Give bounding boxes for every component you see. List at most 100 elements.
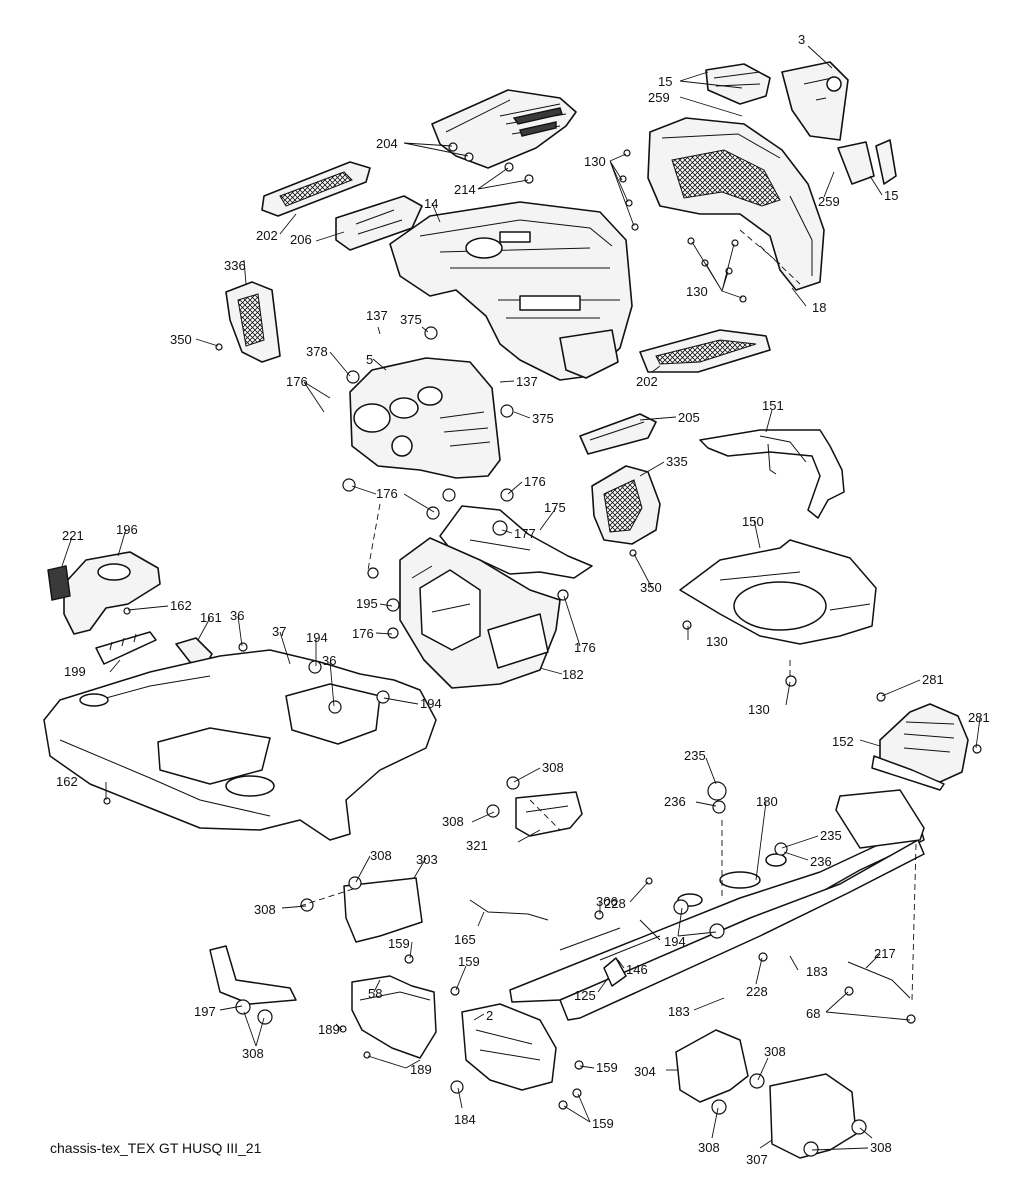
callout-375: 375	[400, 312, 422, 327]
part-15-hinge-bracket	[837, 139, 897, 185]
callout-159: 159	[458, 954, 480, 969]
part-303-bracket	[343, 877, 423, 943]
callout-321: 321	[466, 838, 488, 853]
callout-130: 130	[748, 702, 770, 717]
callout-159: 159	[592, 1116, 614, 1131]
part-202-lower-grille-insert	[639, 329, 771, 373]
callout-165: 165	[454, 932, 476, 947]
callout-152: 152	[832, 734, 854, 749]
callout-2: 2	[486, 1008, 493, 1023]
part-196-seat-console-cover	[47, 551, 161, 635]
callout-159: 159	[388, 936, 410, 951]
callout-202: 202	[636, 374, 658, 389]
callout-194: 194	[306, 630, 328, 645]
callout-125: 125	[574, 988, 596, 1003]
callout-199: 199	[64, 664, 86, 679]
part-18-front-cowl	[647, 117, 825, 291]
part-202-upper-grille-insert	[261, 161, 371, 217]
part-180-main-frame	[509, 789, 925, 1021]
callout-221: 221	[62, 528, 84, 543]
callout-177: 177	[514, 526, 536, 541]
callout-197: 197	[194, 1004, 216, 1019]
callout-137: 137	[516, 374, 538, 389]
callout-5: 5	[366, 352, 373, 367]
callout-58: 58	[368, 986, 382, 1001]
callout-130: 130	[584, 154, 606, 169]
callout-204: 204	[376, 136, 398, 151]
callout-336: 336	[224, 258, 246, 273]
callout-308: 308	[242, 1046, 264, 1061]
callout-176: 176	[524, 474, 546, 489]
callout-196: 196	[116, 522, 138, 537]
callout-176: 176	[376, 486, 398, 501]
callout-162: 162	[56, 774, 78, 789]
callout-206: 206	[290, 232, 312, 247]
part-150-floor-plate	[679, 539, 877, 645]
callout-176: 176	[574, 640, 596, 655]
part-152-seat	[871, 703, 969, 791]
callout-308: 308	[764, 1044, 786, 1059]
callout-36: 36	[230, 608, 244, 623]
callout-308: 308	[542, 760, 564, 775]
callout-37: 37	[272, 624, 286, 639]
part-335-side-cover	[591, 465, 661, 545]
part-165-rod	[469, 899, 549, 921]
callout-350: 350	[640, 580, 662, 595]
callout-202: 202	[256, 228, 278, 243]
part-336-side-panel-left	[225, 281, 281, 363]
part-151-steering-bracket	[699, 429, 845, 519]
part-321-heat-shield	[515, 791, 583, 837]
callout-308: 308	[254, 902, 276, 917]
part-205-trim-strip	[579, 413, 657, 455]
callout-194: 194	[420, 696, 442, 711]
callout-308: 308	[870, 1140, 892, 1155]
part-2-axle-bracket	[461, 1003, 557, 1091]
part-204-hood-top-cover	[431, 89, 577, 169]
callout-259: 259	[818, 194, 840, 209]
assembly-dashed-lines	[299, 229, 917, 1001]
part-197-mount-plate	[209, 945, 297, 1005]
callout-184: 184	[454, 1112, 476, 1127]
callout-176: 176	[286, 374, 308, 389]
part-3-side-panel	[781, 61, 849, 141]
part-14-main-hood	[389, 201, 633, 381]
callout-236: 236	[810, 854, 832, 869]
callout-189: 189	[318, 1022, 340, 1037]
callout-195: 195	[356, 596, 378, 611]
part-307-guard	[769, 1073, 857, 1159]
callout-308: 308	[370, 848, 392, 863]
callout-308: 308	[442, 814, 464, 829]
callout-150: 150	[742, 514, 764, 529]
callout-180: 180	[756, 794, 778, 809]
part-206-bracket-insert	[335, 195, 423, 251]
callout-205: 205	[678, 410, 700, 425]
callout-228: 228	[604, 896, 626, 911]
part-199-trim-piece	[95, 631, 157, 665]
callout-175: 175	[544, 500, 566, 515]
callout-15: 15	[884, 188, 898, 203]
callout-162: 162	[170, 598, 192, 613]
callout-281: 281	[922, 672, 944, 687]
part-304-bracket	[675, 1029, 749, 1103]
callout-36: 36	[322, 653, 336, 668]
callout-151: 151	[762, 398, 784, 413]
callout-14: 14	[424, 196, 438, 211]
callout-235: 235	[820, 828, 842, 843]
leader-lines	[61, 45, 981, 1151]
callout-15: 15	[658, 74, 672, 89]
callout-130: 130	[706, 634, 728, 649]
callout-183: 183	[668, 1004, 690, 1019]
callout-281: 281	[968, 710, 990, 725]
part-182-console	[399, 537, 561, 689]
callout-308: 308	[698, 1140, 720, 1155]
part-5-dash-panel	[349, 357, 501, 479]
callout-labels: 3 15 259 204 130 214 259 15 202 206 14 1…	[56, 32, 990, 1167]
diagram-caption: chassis-tex_TEX GT HUSQ III_21	[50, 1140, 262, 1156]
callout-378: 378	[306, 344, 328, 359]
callout-217: 217	[874, 946, 896, 961]
callout-350: 350	[170, 332, 192, 347]
callout-176: 176	[352, 626, 374, 641]
callout-189: 189	[410, 1062, 432, 1077]
callout-307: 307	[746, 1152, 768, 1167]
